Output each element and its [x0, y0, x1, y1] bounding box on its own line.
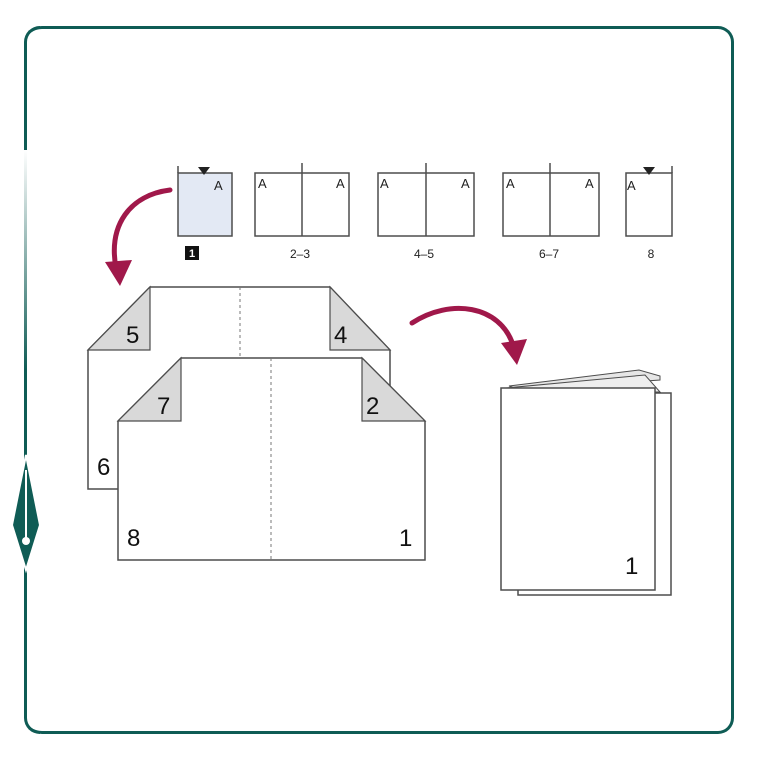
thumbnail-spread-2-3[interactable]: A A 2–3	[254, 163, 350, 261]
thumbnail-master-letter: A	[585, 176, 594, 191]
thumbnail-label-8: 8	[648, 247, 655, 261]
thumbnail-spread-4-5[interactable]: A A 4–5	[377, 163, 475, 261]
thumbnail-label-6-7: 6–7	[539, 247, 559, 261]
thumbnail-master-letter: A	[380, 176, 389, 191]
thumbnail-label-1: 1	[189, 248, 195, 260]
corner-page-number: 2	[366, 393, 379, 420]
corner-page-number: 4	[334, 322, 347, 349]
sheet-front: 7 2 8 1	[116, 356, 427, 561]
thumbnail-label-4-5: 4–5	[414, 247, 434, 261]
frame-border	[26, 26, 734, 734]
pen-nib-icon	[10, 454, 42, 574]
thumbnail-master-letter: A	[214, 178, 223, 193]
folded-corner	[361, 356, 427, 422]
folded-booklet: 1	[500, 369, 672, 596]
thumbnail-page-1[interactable]: A 1	[177, 166, 233, 260]
thumbnail-master-letter: A	[627, 178, 636, 193]
page-number: 8	[127, 525, 140, 552]
thumbnail-master-letter: A	[506, 176, 515, 191]
page-number: 1	[399, 525, 412, 552]
thumbnail-master-letter: A	[258, 176, 267, 191]
corner-page-number: 7	[157, 393, 170, 420]
thumbnail-page-8[interactable]: A 8	[625, 166, 673, 261]
frame-fade	[20, 150, 32, 370]
curved-arrow-icon	[105, 187, 173, 286]
thumbnail-master-letter: A	[461, 176, 470, 191]
thumbnail-label-2-3: 2–3	[290, 247, 310, 261]
corner-page-number: 5	[126, 322, 139, 349]
page-number: 6	[97, 454, 110, 481]
folded-corner	[116, 356, 182, 422]
folded-corner	[329, 285, 392, 351]
booklet-page-number: 1	[625, 553, 638, 580]
folded-corner	[86, 285, 151, 351]
thumbnail-spread-6-7[interactable]: A A 6–7	[502, 163, 600, 261]
thumbnail-master-letter: A	[336, 176, 345, 191]
curved-arrow-icon	[409, 305, 527, 365]
